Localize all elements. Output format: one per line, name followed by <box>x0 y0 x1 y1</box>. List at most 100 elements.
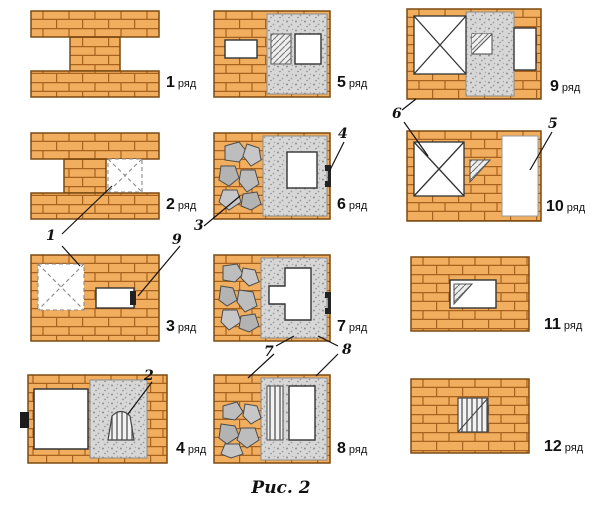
chamber-crossed <box>413 141 465 197</box>
brick-course-drawing-3 <box>30 254 160 342</box>
callout-9: 9 <box>172 232 182 248</box>
course-diagram-9 <box>406 8 542 100</box>
brick-band-top <box>30 10 160 38</box>
figure-caption: Рис. 2 <box>251 478 311 498</box>
callout-4: 4 <box>338 126 348 142</box>
row-word: ряд <box>348 322 368 334</box>
damper-triangle <box>469 159 492 184</box>
row-word: ряд <box>563 320 583 332</box>
row-number: 6 <box>337 196 346 213</box>
row-word: ряд <box>348 444 368 456</box>
course-diagram-8 <box>213 374 331 464</box>
row-number: 10 <box>546 198 564 215</box>
course-diagram-3 <box>30 254 160 342</box>
row-word: ряд <box>564 442 584 454</box>
row-word: ряд <box>348 78 368 90</box>
side-opening <box>224 39 258 59</box>
row-word: ряд <box>177 78 197 90</box>
rubble-stones <box>218 401 262 459</box>
row-number: 7 <box>337 318 346 335</box>
course-diagram-12 <box>410 378 530 454</box>
brick-course-drawing-10 <box>406 130 542 222</box>
brick-course-drawing-6 <box>213 132 331 220</box>
brick-course-drawing-8 <box>213 374 331 464</box>
row-number: 3 <box>166 318 175 335</box>
firebox-door-latch <box>20 412 29 428</box>
callout-1: 1 <box>46 228 56 244</box>
brick-course-drawing-12 <box>410 378 530 454</box>
course-diagram-5 <box>213 10 331 98</box>
damper-triangle <box>453 283 474 306</box>
flue-opening <box>294 33 322 65</box>
flue-opening-t-shape <box>268 267 312 321</box>
row-word: ряд <box>177 200 197 212</box>
course-diagram-7 <box>213 254 331 342</box>
course-diagram-4 <box>20 374 168 464</box>
firebox-opening <box>33 388 89 450</box>
flue-opening <box>288 385 316 441</box>
brick-course-drawing-4 <box>20 374 168 464</box>
course-diagram-1 <box>30 10 160 98</box>
damper-diagonal <box>457 397 489 433</box>
callout-5: 5 <box>548 116 558 132</box>
door-handle <box>325 292 331 314</box>
brick-column-middle <box>69 36 121 72</box>
flue-hatched <box>270 33 292 65</box>
callout-6: 6 <box>392 106 402 122</box>
course-diagram-2 <box>30 132 160 220</box>
grate-striped <box>266 385 284 441</box>
rubble-stones <box>218 141 262 211</box>
course-diagram-11 <box>410 256 530 332</box>
brick-course-drawing-7 <box>213 254 331 342</box>
flue-opening <box>513 27 537 71</box>
row-word: ряд <box>177 322 197 334</box>
damper-element <box>471 33 493 55</box>
brick-course-drawing-11 <box>410 256 530 332</box>
callout-8: 8 <box>342 342 352 358</box>
row-number: 12 <box>544 438 562 455</box>
row-number: 9 <box>550 78 559 95</box>
flue-opening <box>286 151 318 189</box>
brick-course-drawing-1 <box>30 10 160 98</box>
callout-7: 7 <box>264 344 274 360</box>
course-diagram-6 <box>213 132 331 220</box>
brick-course-drawing-9 <box>406 8 542 100</box>
open-chamber <box>501 135 539 217</box>
door-handle <box>325 165 331 187</box>
row-word: ряд <box>348 200 368 212</box>
chamber-crossed <box>413 15 467 75</box>
row-number: 8 <box>337 440 346 457</box>
callout-2: 2 <box>144 368 154 384</box>
row-word: ряд <box>187 444 207 456</box>
ash-pit-dashed <box>37 263 85 311</box>
brick-course-drawing-2 <box>30 132 160 220</box>
row-number: 11 <box>544 316 561 333</box>
row-number: 2 <box>166 196 175 213</box>
row-word: ряд <box>561 82 581 94</box>
row-number: 5 <box>337 74 346 91</box>
brick-band-bottom <box>30 70 160 98</box>
row-word: ряд <box>566 202 586 214</box>
rubble-stones <box>218 263 260 333</box>
brick-course-drawing-5 <box>213 10 331 98</box>
course-diagram-10 <box>406 130 542 222</box>
callout-3: 3 <box>194 218 204 234</box>
cleanout-opening <box>95 287 135 309</box>
row-number: 1 <box>166 74 175 91</box>
cleanout-door-latch <box>130 291 136 305</box>
row-number: 4 <box>176 440 185 457</box>
grate-arch <box>107 410 135 441</box>
